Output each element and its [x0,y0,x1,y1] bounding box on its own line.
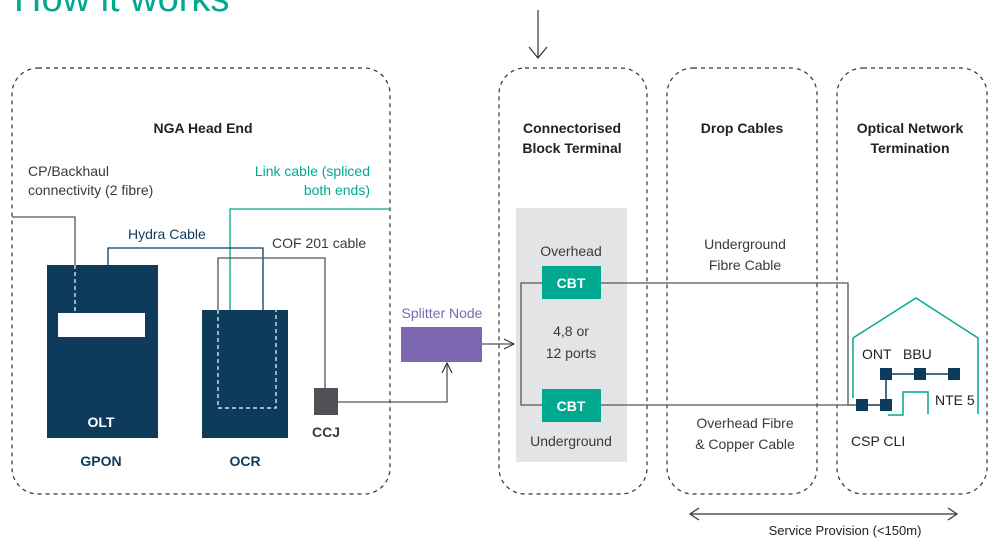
olt-label: OLT [88,414,115,430]
bbu-node-2 [948,368,960,380]
link-cable-line [229,208,390,310]
overhead-fibre-line1: Overhead Fibre [696,415,793,431]
nte-node-2 [880,399,892,411]
cbt-ports-line2: 12 ports [546,345,597,361]
nte-node-1 [856,399,868,411]
cbt-underground-label: Underground [530,433,612,449]
underground-fibre-line2: Fibre Cable [709,257,782,273]
overhead-fibre-line2: & Copper Cable [695,436,795,452]
ccj-box [314,388,338,415]
hydra-cable-label: Hydra Cable [128,226,206,242]
ont-label: ONT [862,346,892,362]
overhead-drop-line [601,282,858,406]
cbt-top-box [542,266,601,299]
link-cable-line1: Link cable (spliced [255,163,370,179]
drop-title: Drop Cables [701,120,784,136]
cbt-overhead-label: Overhead [540,243,601,259]
cbt-ports-line1: 4,8 or [553,323,589,339]
olt-port-panel [58,313,145,337]
underground-fibre-line1: Underground [704,236,786,252]
gpon-label: GPON [80,453,121,469]
cbt-bottom-box [542,389,601,422]
nte-label: NTE 5 [935,392,975,408]
olt-box [47,265,158,438]
page-title: How it works [14,0,229,18]
ont-title-line1: Optical Network [857,120,964,136]
hydra-cable-line [107,247,264,310]
ccj-label: CCJ [312,424,340,440]
panel-drop-cables [666,67,818,495]
panel-cbt [498,67,648,495]
splitter-label: Splitter Node [402,305,483,321]
service-provision-arrow [688,507,959,521]
panel-ont [836,67,988,495]
cbt-top-label: CBT [557,275,586,291]
cof-cable-label: COF 201 cable [272,235,366,251]
cp-backhaul-line2: connectivity (2 fibre) [28,182,153,198]
bbu-node-1 [914,368,926,380]
cbt-bottom-label: CBT [557,398,586,414]
ont-node [880,368,892,380]
cp-backhaul-line [12,216,76,265]
link-cable-line2: both ends) [304,182,370,198]
ccj-to-splitter-line [338,363,447,403]
cbt-internal-link [520,282,542,406]
splitter-node-box [401,327,482,362]
cbt-title-line1: Connectorised [523,120,621,136]
ocr-dashed-loop [217,310,277,409]
nte-connection [888,391,929,416]
bbu-label: BBU [903,346,932,362]
top-arrow [528,10,548,59]
house-outline-icon [852,297,979,414]
ont-title-line2: Termination [870,140,949,156]
cof-cable-line [217,257,326,388]
ocr-box [202,310,288,438]
cp-backhaul-line1: CP/Backhaul [28,163,109,179]
ocr-label: OCR [229,453,260,469]
cbt-title-line2: Block Terminal [522,140,621,156]
panel-head-end [11,67,391,495]
head-end-title: NGA Head End [153,120,252,136]
csp-cli-label: CSP CLI [851,433,905,449]
service-provision-label: Service Provision (<150m) [769,523,922,538]
